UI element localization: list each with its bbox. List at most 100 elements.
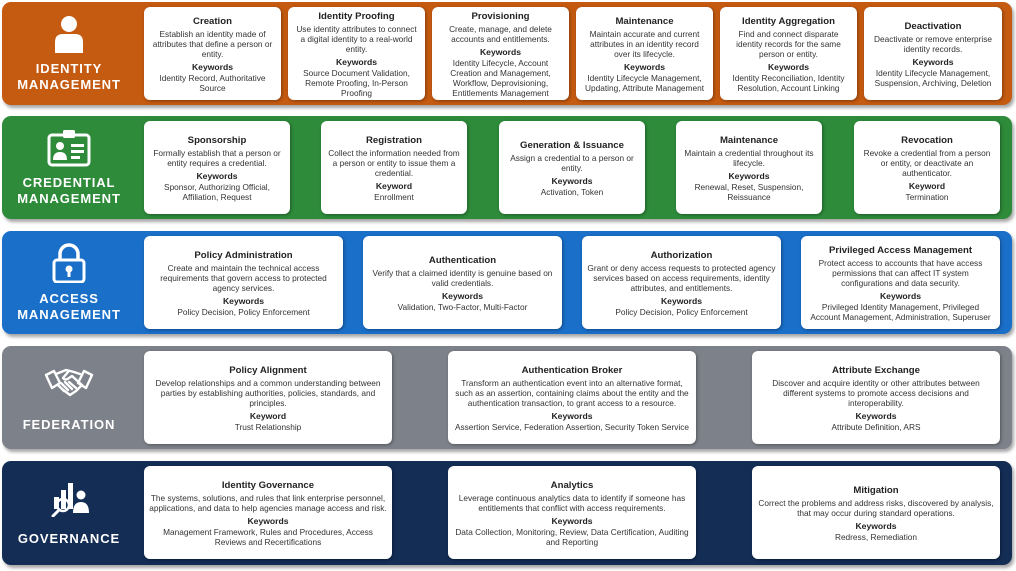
card-keywords-label: Keywords <box>335 57 378 67</box>
id-badge-icon <box>47 129 91 167</box>
card-description: Maintain a credential throughout its lif… <box>684 148 814 168</box>
card-description: Correct the problems and address risks, … <box>758 498 994 518</box>
card-title: Authentication Broker <box>521 365 623 376</box>
card-description: Revoke a credential from a person or ent… <box>863 148 991 178</box>
card-keywords: Identity Reconciliation, Identity Resolu… <box>732 73 845 93</box>
card-keywords: Data Collection, Monitoring, Review, Dat… <box>455 527 689 547</box>
handshake-icon <box>44 363 94 403</box>
card-description: The systems, solutions, and rules that l… <box>149 493 387 513</box>
card-title: Sponsorship <box>187 135 247 146</box>
card-keywords-label: Keywords <box>191 62 234 72</box>
card-title: Mitigation <box>853 485 899 496</box>
card-title: Provisioning <box>471 11 530 22</box>
card-title: Maintenance <box>719 135 779 146</box>
band-federation: FEDERATION Policy Alignment Develop rela… <box>2 346 1012 449</box>
card-description: Protect access to accounts that have acc… <box>818 258 983 288</box>
card-analytics: Analytics Leverage continuous analytics … <box>448 466 696 559</box>
card-keywords-label: Keywords <box>767 62 810 72</box>
band-credential-management: CREDENTIAL MANAGEMENT Sponsorship Formal… <box>2 116 1012 219</box>
band-identity-management: IDENTITY MANAGEMENT Creation Establish a… <box>2 2 1012 105</box>
analytics-person-icon <box>49 479 89 517</box>
card-generation-issuance: Generation & Issuance Assign a credentia… <box>499 121 645 214</box>
card-keywords-label: Keywords <box>222 296 265 306</box>
card-description: Create and maintain the technical access… <box>160 263 327 293</box>
card-keywords-label: Keywords <box>879 291 922 301</box>
card-keywords-label: Keywords <box>551 176 593 186</box>
card-keywords-label: Keywords <box>551 516 593 526</box>
card-keywords-label: Keywords <box>660 296 703 306</box>
card-description: Use identity attributes to connect a dig… <box>296 24 417 54</box>
card-sponsorship: Sponsorship Formally establish that a pe… <box>144 121 290 214</box>
card-title: Policy Administration <box>194 250 293 261</box>
card-authentication: Authentication Verify that a claimed ide… <box>363 236 562 329</box>
card-keywords-label: Keyword <box>908 181 946 191</box>
card-title: Identity Proofing <box>318 11 395 22</box>
card-description: Create, manage, and delete accounts and … <box>449 24 552 44</box>
band-title: IDENTITY MANAGEMENT <box>17 60 121 92</box>
band-access-management: ACCESS MANAGEMENT Policy Administration … <box>2 231 1012 334</box>
card-provisioning: Provisioning Create, manage, and delete … <box>432 7 569 100</box>
card-keywords-label: Keywords <box>623 62 666 72</box>
card-keywords: Privileged Identity Management, Privileg… <box>810 302 991 322</box>
card-keywords: Termination <box>905 192 949 202</box>
card-privileged-access-management: Privileged Access Management Protect acc… <box>801 236 1000 329</box>
card-authorization: Authorization Grant or deny access reque… <box>582 236 781 329</box>
card-title: Identity Governance <box>221 480 315 491</box>
band-header: FEDERATION <box>2 346 136 449</box>
card-authentication-broker: Authentication Broker Transform an authe… <box>448 351 696 444</box>
card-keywords: Attribute Definition, ARS <box>831 422 921 432</box>
person-icon <box>53 15 85 53</box>
card-deactivation: Deactivation Deactivate or remove enterp… <box>864 7 1002 100</box>
card-description: Leverage continuous analytics data to id… <box>458 493 686 513</box>
card-title: Attribute Exchange <box>832 365 920 376</box>
band-title: FEDERATION <box>22 416 116 432</box>
card-title: Revocation <box>901 135 953 146</box>
band-header: IDENTITY MANAGEMENT <box>2 2 136 105</box>
card-keywords: Enrollment <box>374 192 414 202</box>
band-title: CREDENTIAL MANAGEMENT <box>17 174 121 206</box>
card-description: Transform an authentication event into a… <box>455 378 689 408</box>
card-description: Deactivate or remove enterprise identity… <box>873 34 993 54</box>
card-revocation: Revocation Revoke a credential from a pe… <box>854 121 1000 214</box>
card-keywords: Policy Decision, Policy Enforcement <box>177 307 310 317</box>
card-keywords-label: Keywords <box>247 516 289 526</box>
card-keywords-label: Keywords <box>855 411 897 421</box>
card-description: Discover and acquire identity or other a… <box>772 378 980 408</box>
card-policy-alignment: Policy Alignment Develop relationships a… <box>144 351 392 444</box>
card-keywords: Identity Lifecycle, Account Creation and… <box>450 58 551 98</box>
card-attribute-exchange: Attribute Exchange Discover and acquire … <box>752 351 1000 444</box>
card-title: Creation <box>193 16 232 27</box>
card-description: Verify that a claimed identity is genuin… <box>372 268 553 288</box>
card-creation: Creation Establish an identity made of a… <box>144 7 281 100</box>
padlock-icon <box>52 242 86 283</box>
band-governance: GOVERNANCE Identity Governance The syste… <box>2 461 1012 565</box>
card-description: Maintain accurate and current attributes… <box>589 29 700 59</box>
card-keywords-label: Keywords <box>855 521 897 531</box>
card-keywords: Redress, Remediation <box>834 532 918 542</box>
band-header: CREDENTIAL MANAGEMENT <box>2 116 136 219</box>
band-header: ACCESS MANAGEMENT <box>2 231 136 334</box>
band-header: GOVERNANCE <box>2 461 136 565</box>
card-title: Maintenance <box>615 16 674 27</box>
card-keywords-label: Keywords <box>912 57 954 67</box>
card-keywords: Sponsor, Authorizing Official, Affiliati… <box>164 182 270 202</box>
card-description: Establish an identity made of attributes… <box>152 29 273 59</box>
card-title: Generation & Issuance <box>520 140 624 151</box>
card-keywords-label: Keywords <box>196 171 238 181</box>
card-keywords: Validation, Two-Factor, Multi-Factor <box>397 302 528 312</box>
card-keywords-label: Keyword <box>249 411 287 421</box>
card-description: Grant or deny access requests to protect… <box>587 263 776 293</box>
card-keywords: Policy Decision, Policy Enforcement <box>615 307 748 317</box>
card-maintenance: Maintenance Maintain accurate and curren… <box>576 7 713 100</box>
card-title: Authorization <box>650 250 713 261</box>
card-keywords-label: Keywords <box>479 47 522 57</box>
card-identity-aggregation: Identity Aggregation Find and connect di… <box>720 7 857 100</box>
card-identity-governance: Identity Governance The systems, solutio… <box>144 466 392 559</box>
card-title: Identity Aggregation <box>742 16 835 27</box>
card-keywords-label: Keyword <box>375 181 413 191</box>
card-keywords: Source Document Validation, Remote Proof… <box>303 68 410 98</box>
card-title: Deactivation <box>904 21 962 32</box>
card-keywords: Identity Record, Authoritative Source <box>159 73 266 93</box>
card-identity-proofing: Identity Proofing Use identity attribute… <box>288 7 425 100</box>
card-policy-administration: Policy Administration Create and maintai… <box>144 236 343 329</box>
